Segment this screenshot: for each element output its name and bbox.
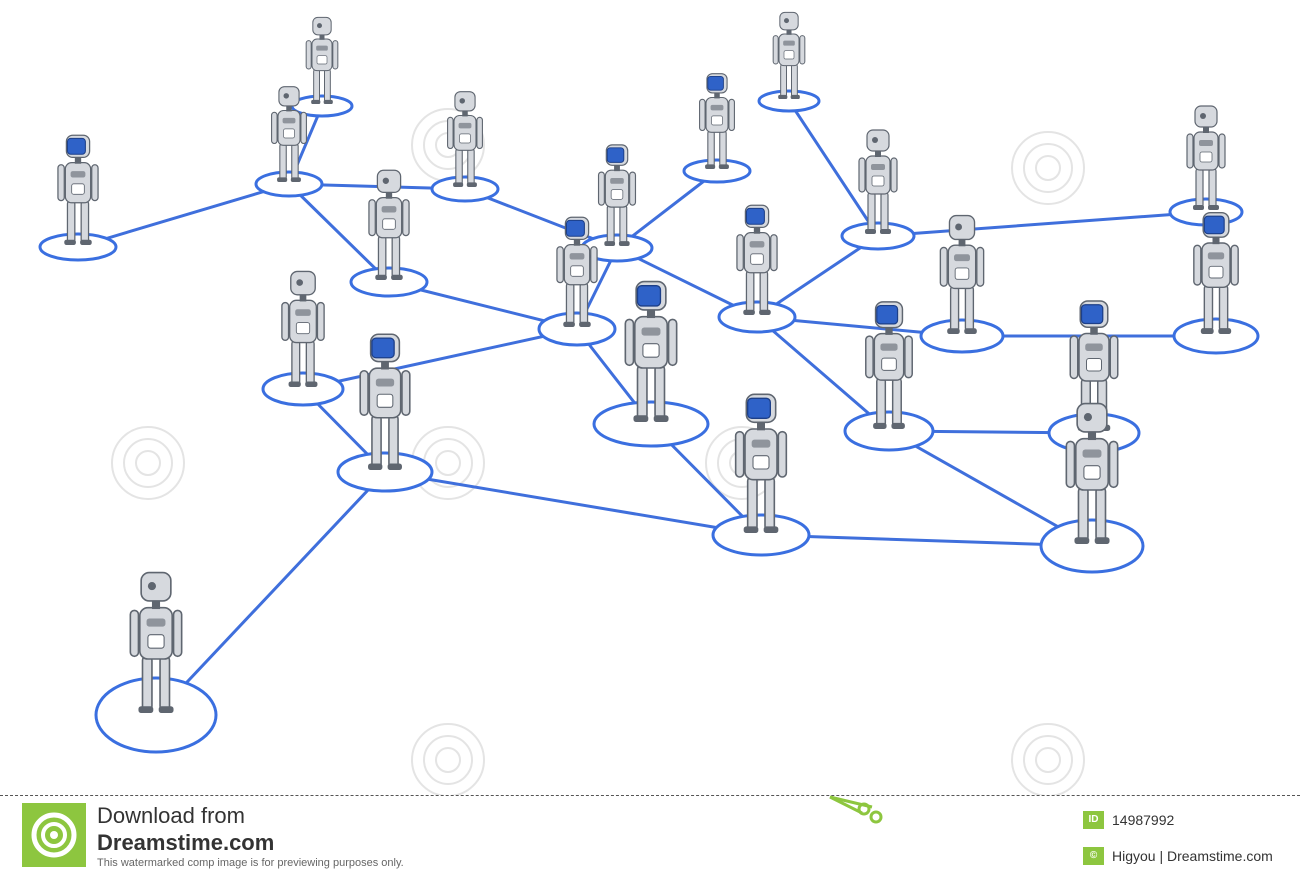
robot-figure: [699, 73, 735, 169]
node-ring: [1172, 317, 1260, 355]
node-ring: [717, 300, 797, 334]
copyright-badge: ©: [1083, 847, 1104, 865]
network-link: [787, 99, 880, 238]
id-badge: ID: [1083, 811, 1104, 829]
node-ring: [261, 371, 345, 407]
robot-figures: [57, 11, 1239, 713]
robot-figure: [736, 204, 778, 315]
robot-figure: [858, 129, 898, 234]
robot-figure: [865, 301, 913, 429]
node-ring: [254, 170, 324, 198]
node-ring: [711, 513, 811, 557]
robot-figure: [597, 144, 637, 246]
robot-figure: [359, 333, 411, 470]
network-link: [876, 210, 1208, 238]
node-ring: [430, 175, 500, 203]
node-ring: [919, 318, 1005, 354]
robot-figure: [624, 280, 678, 422]
watermark-spiral-icon: [1011, 723, 1085, 795]
network-link: [76, 182, 291, 249]
robot-figure: [447, 91, 483, 187]
robot-figure: [305, 16, 339, 104]
node-ring: [592, 400, 710, 448]
network-link: [755, 315, 891, 433]
network-link: [383, 470, 763, 537]
image-id: 14987992: [1112, 812, 1175, 828]
robot-figure: [734, 393, 788, 533]
network-link: [154, 470, 387, 717]
robot-figure: [281, 270, 325, 387]
watermark-footer: Download from Dreamstime.com This waterm…: [0, 795, 1300, 884]
node-ring: [94, 676, 218, 754]
node-ring: [843, 410, 935, 452]
watermark-spiral-icon: [1011, 131, 1085, 205]
network-link: [759, 533, 1094, 548]
spiral-logo-icon: [31, 812, 77, 858]
robot-figure: [556, 216, 598, 327]
preview-note: This watermarked comp image is for previ…: [97, 857, 404, 869]
scissors-icon: [829, 795, 883, 824]
node-ring: [757, 89, 821, 113]
node-ring: [537, 311, 617, 347]
network-link: [287, 182, 391, 284]
robot-figure: [271, 86, 307, 182]
node-ring: [38, 232, 118, 262]
dreamstime-logo: [22, 803, 86, 867]
watermark-spiral-icon: [411, 723, 485, 795]
node-ring: [336, 451, 434, 493]
node-ring: [349, 266, 429, 298]
watermark-spiral-icon: [111, 426, 185, 500]
robot-figure: [368, 169, 410, 280]
footer-divider: [0, 795, 1300, 796]
site-name: Dreamstime.com: [97, 830, 275, 855]
robot-figure: [1193, 211, 1239, 334]
robot-figure: [1065, 402, 1119, 544]
robot-figure: [1186, 105, 1226, 210]
node-ring: [682, 158, 752, 184]
robot-figure: [772, 11, 806, 99]
node-ring: [840, 221, 916, 251]
watermark-layer: [111, 108, 1085, 795]
node-ring: [1039, 518, 1145, 574]
robot-network-scene: [38, 11, 1260, 795]
download-from-text: Download from: [97, 803, 245, 828]
network-link: [301, 327, 579, 391]
robot-figure: [939, 214, 985, 334]
robot-figure: [129, 571, 183, 713]
author-credit: Higyou | Dreamstime.com: [1112, 848, 1273, 864]
network-rings: [38, 89, 1260, 754]
robot-figure: [57, 134, 99, 245]
